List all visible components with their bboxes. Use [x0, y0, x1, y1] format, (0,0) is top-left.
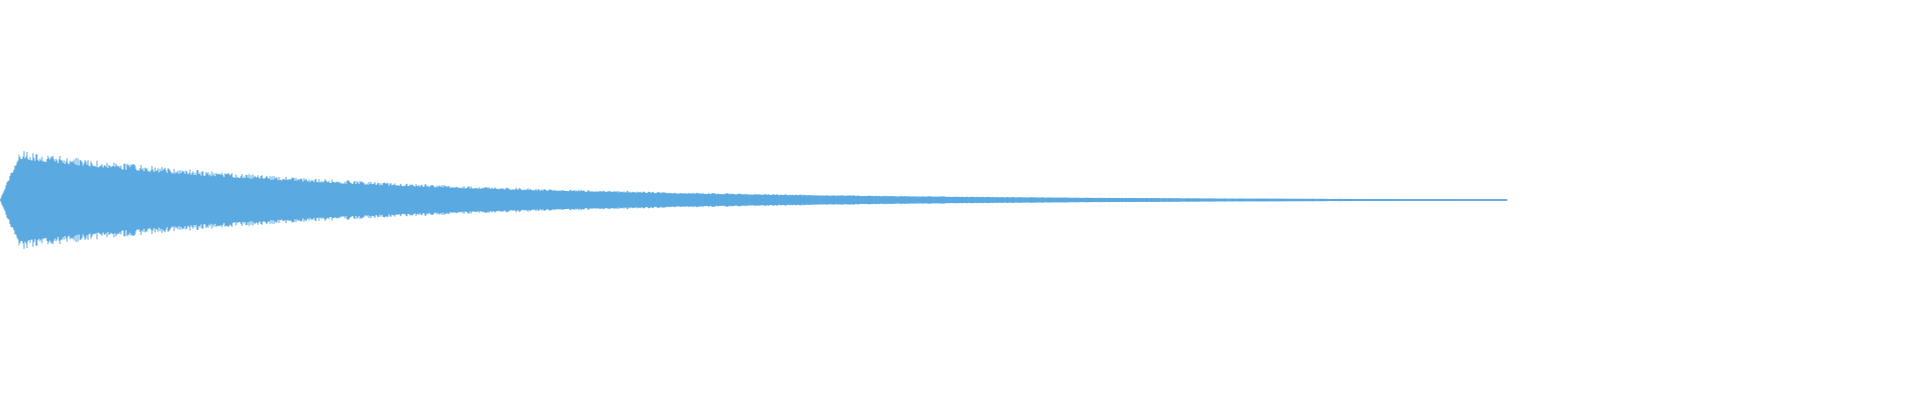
waveform-canvas: [0, 151, 1508, 249]
waveform-display: [0, 151, 1508, 249]
